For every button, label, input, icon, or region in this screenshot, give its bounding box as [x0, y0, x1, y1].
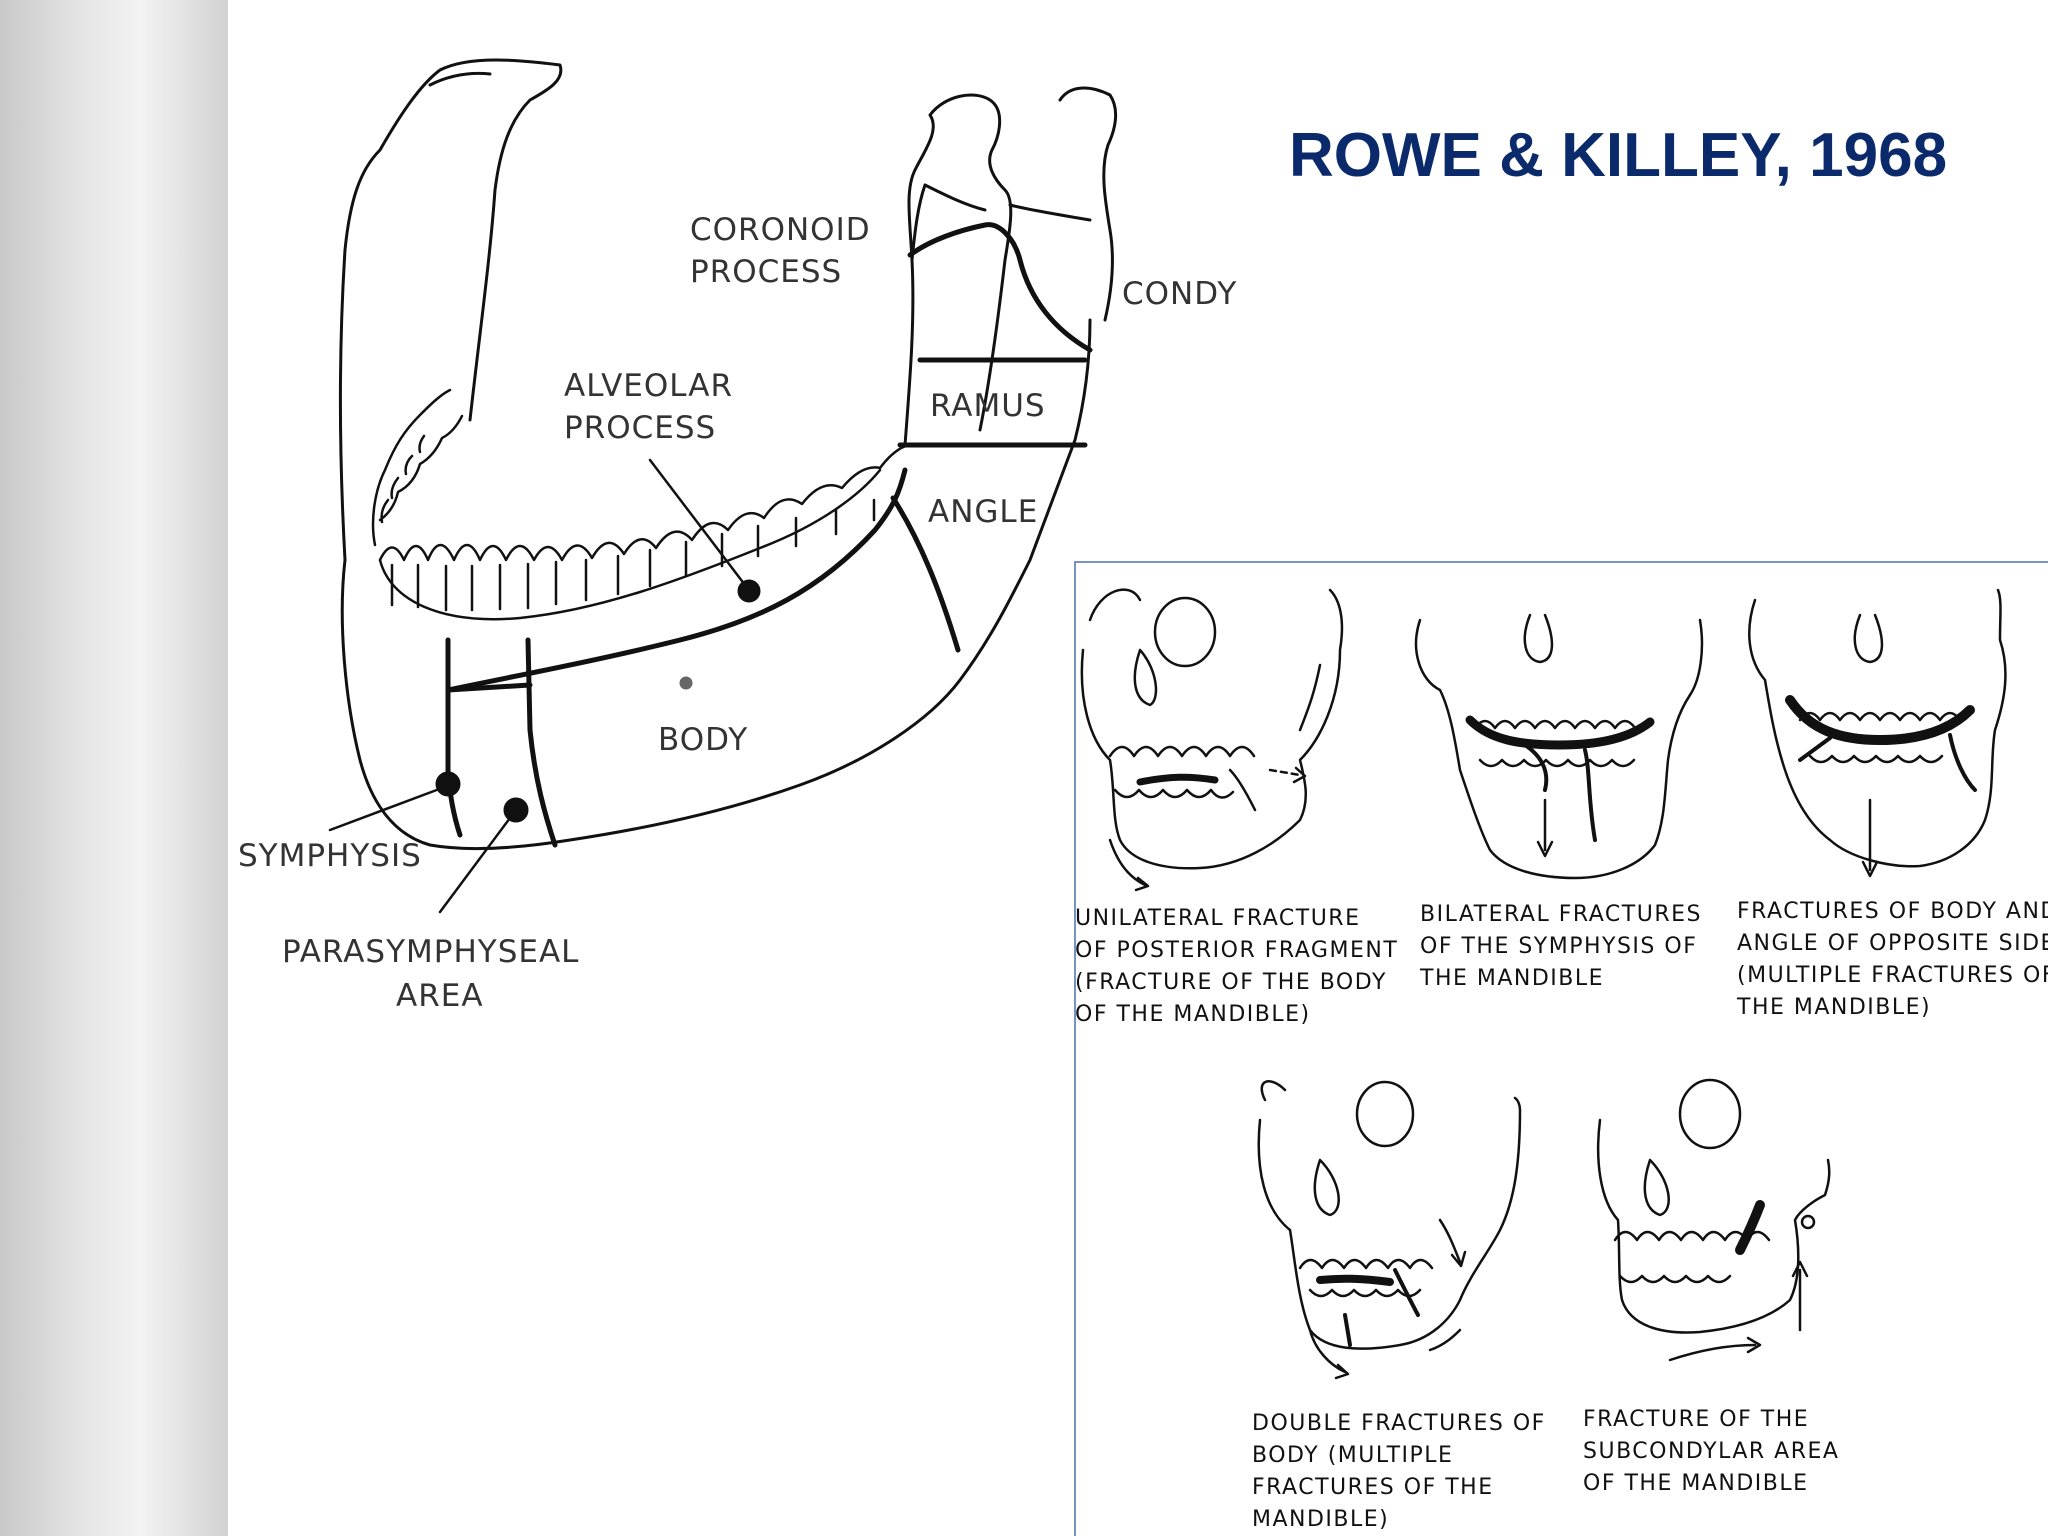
fracture-panel-captions: UNILATERAL FRACTURE OF POSTERIOR FRAGMEN… — [1075, 899, 2048, 1532]
angle-division-line — [890, 495, 961, 653]
mandible-labels: CORONOID PROCESS CONDY ALVEOLAR PROCESS … — [238, 212, 1237, 1014]
label-body: BODY — [658, 722, 748, 758]
caption-panel-5: FRACTURE OF THE SUBCONDYLAR AREA OF THE … — [1583, 1407, 1839, 1496]
caption-3-line-3: (MULTIPLE FRACTURES OF — [1737, 963, 2048, 988]
alveolar-body-division-line — [445, 467, 908, 693]
caption-1-line-2: OF POSTERIOR FRAGMENT — [1075, 938, 1398, 963]
caption-3-line-1: FRACTURES OF BODY AND — [1737, 899, 2048, 924]
caption-1-line-3: (FRACTURE OF THE BODY — [1075, 970, 1387, 995]
symphysis-cross-line — [445, 682, 533, 693]
skull-double-body-fracture — [1257, 1080, 1522, 1380]
label-angle: ANGLE — [928, 494, 1038, 530]
mandible-diagram — [328, 58, 1118, 914]
label-parasymphyseal-2: AREA — [396, 978, 484, 1014]
parasymphysis-line — [525, 637, 558, 848]
caption-panel-4: DOUBLE FRACTURES OF BODY (MULTIPLE FRACT… — [1252, 1411, 1546, 1532]
parasymphysis-marker-dot — [503, 797, 529, 823]
symphysis-line — [445, 637, 463, 838]
label-ramus: RAMUS — [930, 388, 1046, 424]
caption-5-line-2: SUBCONDYLAR AREA — [1583, 1439, 1839, 1464]
caption-4-line-4: MANDIBLE) — [1252, 1507, 1389, 1532]
label-coronoid-2: PROCESS — [690, 254, 842, 290]
parasymphysis-leader-line — [438, 816, 512, 914]
skull-subcondylar-fracture — [1596, 1078, 1831, 1362]
caption-5-line-1: FRACTURE OF THE — [1583, 1407, 1809, 1432]
caption-2-line-1: BILATERAL FRACTURES — [1420, 902, 1702, 927]
slide-title: ROWE & KILLEY, 1968 — [1289, 121, 1948, 190]
skull-body-angle-fracture — [1748, 588, 2007, 878]
caption-2-line-3: THE MANDIBLE — [1419, 966, 1604, 991]
skull-unilateral-fracture — [1080, 588, 1344, 892]
body-marker-dot — [679, 676, 693, 690]
caption-panel-1: UNILATERAL FRACTURE OF POSTERIOR FRAGMEN… — [1075, 906, 1398, 1027]
label-parasymphyseal-1: PARASYMPHYSEAL — [282, 934, 579, 970]
condyle-far — [1058, 86, 1118, 322]
label-condyle: CONDY — [1122, 276, 1237, 312]
label-alveolar-2: PROCESS — [564, 410, 716, 446]
caption-4-line-2: BODY (MULTIPLE — [1252, 1443, 1453, 1468]
caption-4-line-1: DOUBLE FRACTURES OF — [1252, 1411, 1546, 1436]
caption-panel-2: BILATERAL FRACTURES OF THE SYMPHYSIS OF … — [1419, 902, 1702, 991]
label-symphysis: SYMPHYSIS — [238, 838, 422, 874]
fracture-panels-frame — [1074, 561, 2048, 1536]
caption-panel-3: FRACTURES OF BODY AND ANGLE OF OPPOSITE … — [1736, 899, 2048, 1020]
caption-5-line-3: OF THE MANDIBLE — [1583, 1471, 1809, 1496]
condyle-neck-line — [907, 222, 1093, 353]
caption-2-line-2: OF THE SYMPHYSIS OF — [1420, 934, 1697, 959]
alveolar-marker-dot — [737, 579, 761, 603]
symphysis-marker-dot — [435, 771, 461, 797]
caption-3-line-2: ANGLE OF OPPOSITE SIDE — [1737, 931, 2048, 956]
slide-sidebar-gradient — [0, 0, 228, 1536]
label-alveolar-1: ALVEOLAR — [564, 368, 733, 404]
skull-bilateral-symphysis-fracture — [1414, 613, 1704, 880]
label-coronoid-1: CORONOID — [690, 212, 871, 248]
caption-3-line-4: THE MANDIBLE) — [1736, 995, 1931, 1020]
caption-1-line-1: UNILATERAL FRACTURE — [1075, 906, 1361, 931]
lower-teeth-row — [378, 442, 918, 621]
coronoid-far — [910, 183, 1092, 262]
mandible-near-ramus — [338, 58, 563, 562]
caption-1-line-4: OF THE MANDIBLE) — [1075, 1002, 1311, 1027]
far-teeth-row — [371, 388, 464, 547]
mandible-lower-border — [340, 318, 1092, 851]
alveolar-leader-line — [648, 458, 747, 587]
condyle-near-detail — [428, 71, 492, 87]
symphysis-leader-line — [328, 786, 444, 832]
caption-4-line-3: FRACTURES OF THE — [1252, 1475, 1494, 1500]
